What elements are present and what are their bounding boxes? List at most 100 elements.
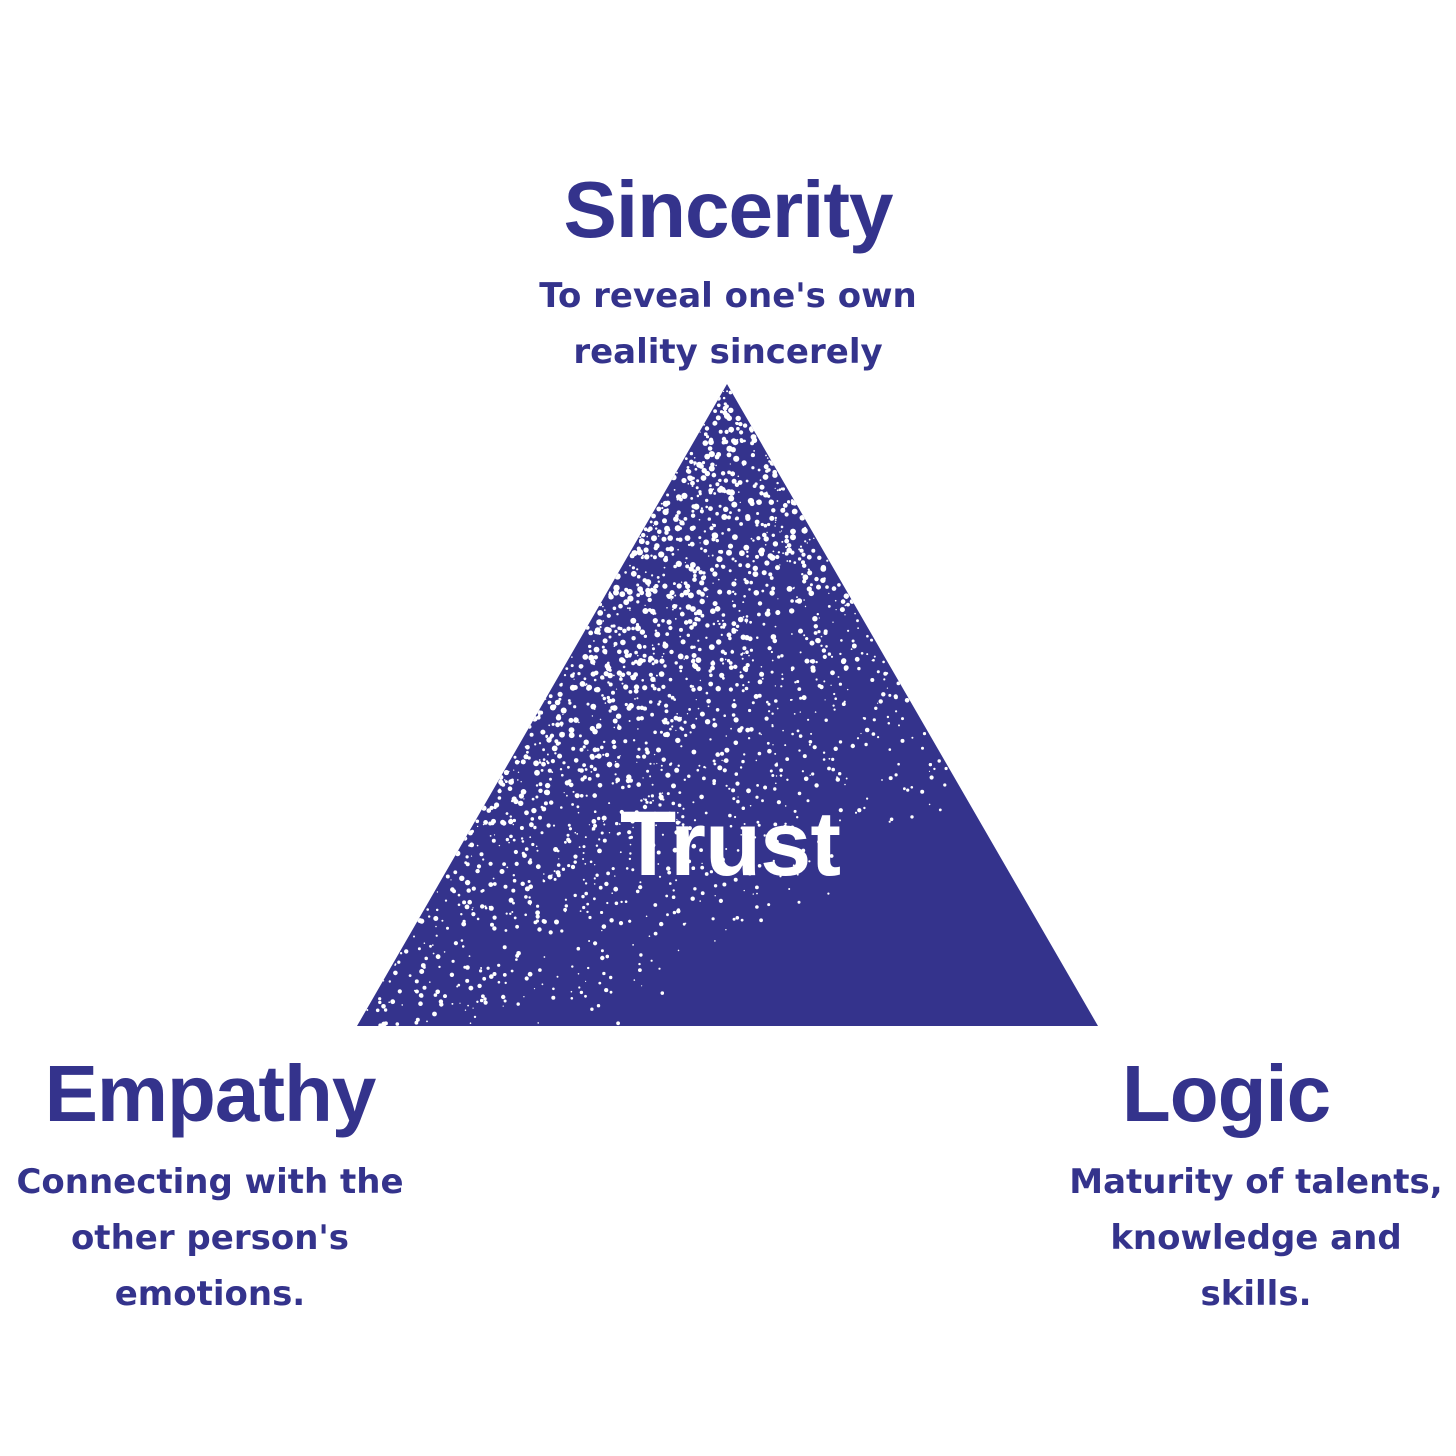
speckle-dot [803, 634, 806, 637]
speckle-dot [681, 815, 685, 819]
speckle-dot [753, 450, 755, 452]
speckle-dot [639, 953, 643, 957]
speckle-dot [864, 742, 868, 747]
speckle-dot [685, 468, 691, 474]
speckle-dot [820, 564, 827, 571]
speckle-dot [944, 766, 948, 771]
speckle-dot [433, 993, 438, 997]
speckle-dot [607, 698, 612, 704]
speckle-dot [627, 607, 629, 609]
speckle-dot [744, 618, 749, 623]
speckle-dot [452, 889, 456, 894]
speckle-dot [613, 589, 619, 596]
speckle-dot [628, 857, 632, 861]
speckle-dot [839, 819, 841, 822]
speckle-dot [817, 555, 822, 560]
speckle-dot [600, 949, 604, 953]
speckle-dot [481, 994, 485, 999]
sincerity-description-line: reality sincerely [573, 332, 883, 372]
speckle-dot [599, 718, 602, 721]
speckle-dot [777, 551, 781, 554]
speckle-dot [527, 724, 532, 729]
speckle-dot [658, 551, 665, 558]
speckle-dot [537, 710, 542, 715]
speckle-dot [512, 901, 515, 905]
speckle-dot [800, 516, 805, 521]
speckle-dot [717, 589, 723, 595]
speckle-dot [551, 995, 556, 1000]
speckle-dot [680, 639, 686, 645]
speckle-dot [802, 574, 809, 581]
speckle-dot [748, 708, 752, 713]
speckle-dot [823, 631, 828, 635]
speckle-dot [813, 624, 818, 629]
speckle-dot [719, 672, 725, 678]
speckle-dot [664, 555, 668, 560]
speckle-dot [572, 672, 575, 675]
speckle-dot [508, 841, 510, 844]
speckle-dot [515, 958, 518, 961]
speckle-dot [459, 875, 465, 881]
speckle-dot [651, 574, 654, 577]
speckle-dot [633, 979, 636, 981]
speckle-dot [404, 949, 409, 954]
speckle-dot [667, 528, 671, 532]
speckle-dot [854, 612, 856, 615]
speckle-dot [477, 983, 482, 989]
speckle-texture [366, 390, 948, 1026]
speckle-dot [717, 578, 720, 581]
speckle-dot [661, 757, 666, 762]
speckle-dot [790, 599, 794, 603]
speckle-dot [658, 794, 664, 800]
speckle-dot [609, 975, 613, 980]
speckle-dot [743, 652, 746, 654]
speckle-dot [708, 465, 715, 472]
speckle-dot [612, 606, 617, 611]
speckle-dot [720, 751, 724, 756]
speckle-dot [770, 670, 774, 674]
speckle-dot [781, 677, 784, 681]
speckle-dot [881, 779, 883, 781]
speckle-dot [728, 813, 732, 818]
speckle-dot [650, 683, 655, 688]
speckle-dot [807, 570, 813, 576]
speckle-dot [669, 727, 672, 731]
speckle-dot [745, 650, 749, 654]
speckle-dot [772, 550, 775, 553]
speckle-dot [750, 453, 755, 458]
speckle-dot [647, 597, 652, 603]
speckle-dot [712, 722, 718, 728]
speckle-dot [582, 654, 589, 660]
speckle-dot [601, 694, 604, 697]
speckle-dot [646, 769, 650, 773]
speckle-dot [584, 882, 588, 885]
speckle-dot [757, 823, 761, 827]
speckle-dot [560, 806, 563, 809]
speckle-dot [752, 893, 754, 895]
speckle-dot [694, 611, 698, 616]
speckle-dot [559, 768, 563, 771]
speckle-dot [577, 973, 580, 975]
speckle-dot [637, 658, 644, 664]
speckle-dot [615, 777, 621, 783]
speckle-dot [508, 819, 514, 825]
speckle-dot [731, 621, 737, 627]
speckle-dot [756, 636, 759, 639]
speckle-dot [619, 677, 623, 681]
speckle-dot [781, 509, 783, 512]
speckle-dot [778, 488, 782, 492]
speckle-dot [636, 593, 641, 597]
speckle-dot [691, 509, 695, 513]
speckle-dot [602, 971, 606, 976]
speckle-dot [641, 679, 644, 682]
speckle-dot [673, 564, 677, 569]
speckle-dot [671, 725, 674, 728]
speckle-dot [796, 873, 799, 876]
speckle-dot [585, 683, 588, 686]
speckle-dot [738, 422, 743, 427]
speckle-dot [705, 505, 708, 509]
speckle-dot [673, 489, 676, 491]
speckle-dot [587, 966, 590, 970]
speckle-dot [817, 840, 821, 844]
speckle-dot [661, 536, 667, 542]
